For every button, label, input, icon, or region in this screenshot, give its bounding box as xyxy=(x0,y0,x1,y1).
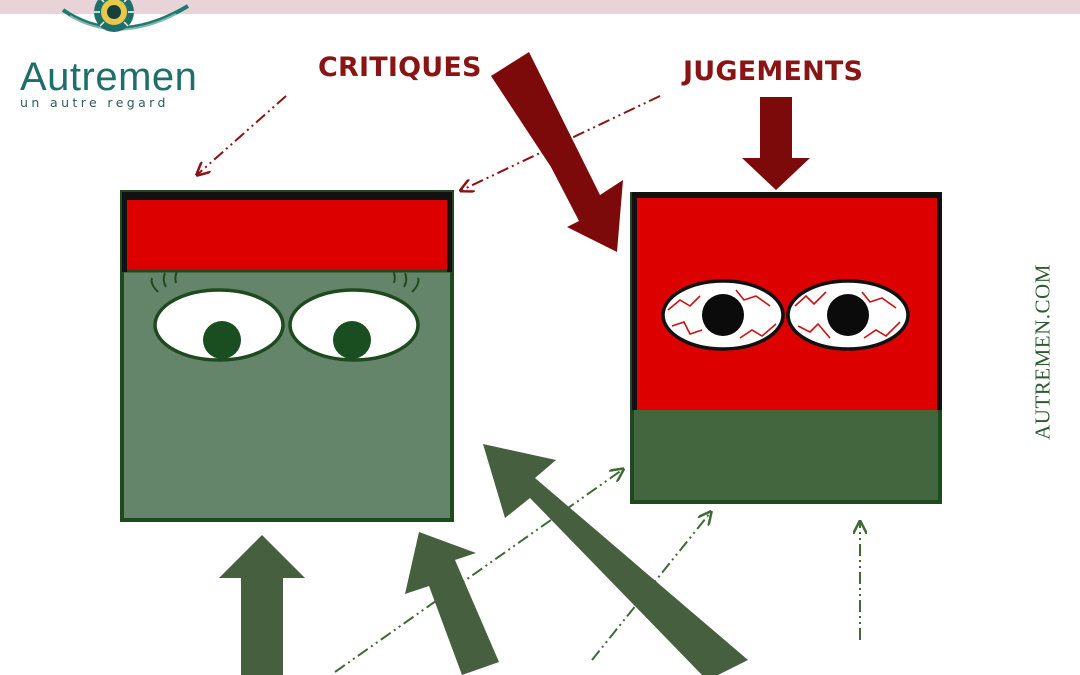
calm-eyes xyxy=(150,269,420,362)
label-critiques: CRITIQUES xyxy=(318,52,482,83)
dashed-arrow-jugements xyxy=(462,95,661,190)
top-band xyxy=(0,0,1080,14)
label-jugements: JUGEMENTS xyxy=(683,56,864,87)
logo-name: Autremen xyxy=(20,55,198,99)
bloodshot-eyes xyxy=(661,279,910,351)
stressed-face-box xyxy=(630,192,942,504)
dashed-arrow-green-1 xyxy=(334,470,622,673)
dashed-arrow-critiques xyxy=(198,95,287,174)
green-arrow-up-1 xyxy=(219,535,305,675)
arrow-jugements-to-stressed xyxy=(742,97,810,190)
green-arrow-up-2 xyxy=(405,532,499,675)
logo[interactable]: Autremen un autre regard xyxy=(8,0,223,115)
calm-face-box xyxy=(120,190,454,522)
eye-icon xyxy=(61,0,190,32)
green-arrow-diagonal xyxy=(483,444,748,675)
arrow-critiques-to-stressed xyxy=(491,52,623,252)
logo-tagline: un autre regard xyxy=(20,95,169,110)
